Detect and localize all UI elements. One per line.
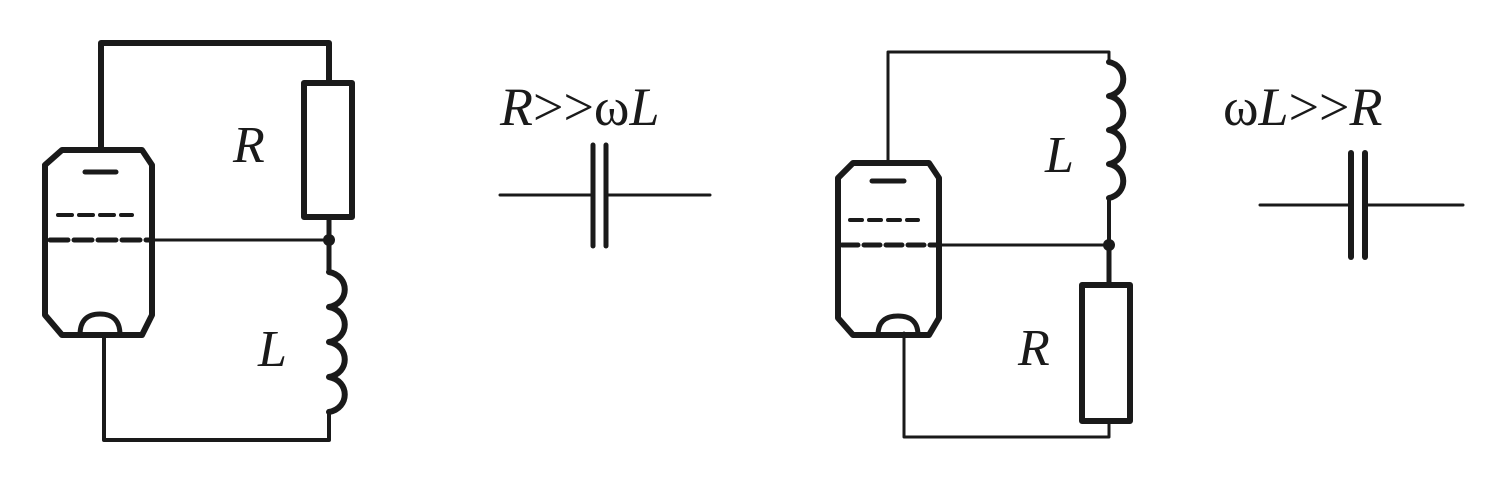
left-capacitor bbox=[498, 142, 712, 249]
right-condition: ωL>>R bbox=[1223, 77, 1383, 137]
left-condition-a: R bbox=[499, 77, 533, 137]
right-vacuum-tube bbox=[835, 160, 942, 338]
left-vacuum-tube bbox=[42, 147, 155, 338]
left-condition-c: L bbox=[628, 77, 659, 137]
left-condition: R>>ωL bbox=[499, 77, 660, 137]
right-inductor-label: L bbox=[1044, 127, 1074, 184]
right-bottom-wire bbox=[902, 331, 1111, 439]
right-resistor-label: R bbox=[1017, 320, 1050, 377]
right-circuit: L R bbox=[835, 50, 1133, 439]
left-top-wire bbox=[98, 40, 332, 153]
right-capacitor bbox=[1258, 150, 1465, 260]
right-condition-op: >> bbox=[1289, 77, 1350, 137]
right-condition-a: ω bbox=[1223, 77, 1259, 137]
left-resistor-label: R bbox=[232, 117, 265, 174]
left-condition-b: ω bbox=[594, 77, 630, 137]
left-inductor-label: L bbox=[257, 321, 287, 378]
left-resistor bbox=[301, 80, 355, 220]
left-tube-cathode bbox=[77, 311, 123, 338]
left-bottom-wire bbox=[102, 333, 331, 442]
left-condition-group: R>>ωL bbox=[498, 77, 712, 249]
right-condition-b: L bbox=[1258, 77, 1289, 137]
right-condition-c: R bbox=[1349, 77, 1383, 137]
left-tube-envelope bbox=[42, 147, 155, 338]
left-circuit: R L bbox=[42, 40, 355, 442]
right-resistor bbox=[1079, 282, 1133, 424]
left-condition-op: >> bbox=[533, 77, 594, 137]
right-inductor-coil bbox=[1106, 59, 1127, 201]
left-inductor-coil bbox=[326, 269, 348, 415]
right-tube-envelope bbox=[835, 160, 942, 338]
right-condition-group: ωL>>R bbox=[1223, 77, 1465, 260]
right-tube-cathode bbox=[875, 313, 921, 338]
right-top-wire bbox=[886, 50, 1111, 165]
